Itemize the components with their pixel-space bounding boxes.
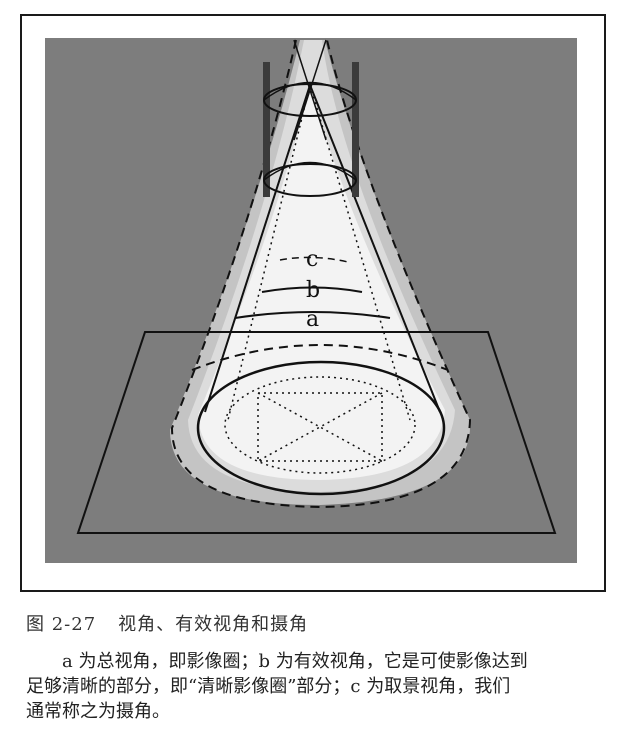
angle-of-view-diagram: c b a (45, 38, 577, 563)
frame-rectangle (257, 392, 383, 462)
cone-a-back-ellipse (191, 344, 449, 371)
body-line-3: 通常称之为摄角。 (26, 701, 170, 722)
lens-icon (263, 39, 359, 197)
figure-caption: 图 2-27 视角、有效视角和摄角 (26, 610, 308, 636)
figure-title: 视角、有效视角和摄角 (118, 614, 309, 635)
cone-b-base-ellipse (196, 360, 446, 496)
cone-b-outline (204, 84, 441, 413)
film-plane (76, 331, 557, 534)
body-line-2: 足够清晰的部分，即“清晰影像圈”部分；c 为取景视角，我们 (26, 676, 511, 697)
figure-number: 图 2-27 (26, 614, 97, 635)
cone-c-base-ellipse (224, 376, 416, 474)
cone-a-dashed-outline (170, 39, 472, 509)
label-c: c (306, 247, 318, 272)
arc-c (279, 256, 349, 263)
cone-c-dotted-outline (227, 84, 411, 421)
body-line-1: a 为总视角，即影像圈；b 为有效视角，它是可使影像达到 (62, 651, 528, 672)
label-b: b (306, 278, 320, 303)
cone-c-fill (198, 85, 445, 480)
body-paragraph: a 为总视角，即影像圈；b 为有效视角，它是可使影像达到 足够清晰的部分，即“清… (26, 649, 624, 724)
arc-a (234, 311, 391, 319)
label-a: a (306, 307, 319, 332)
arc-b (261, 286, 363, 293)
